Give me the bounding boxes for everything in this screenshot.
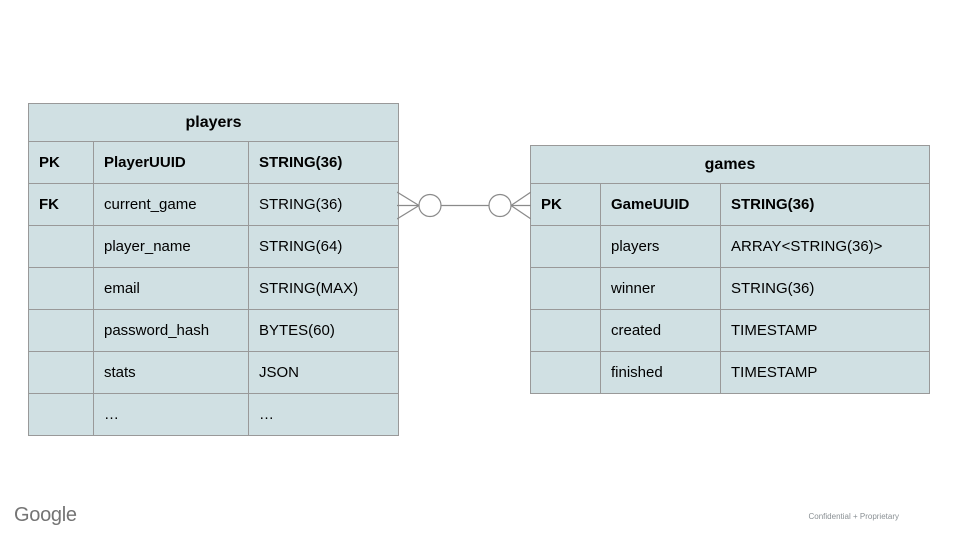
- field-type-cell: STRING(36): [248, 183, 399, 226]
- table-title-row: players: [28, 103, 399, 142]
- field-type-cell: …: [248, 393, 399, 436]
- field-name-cell: finished: [600, 351, 721, 394]
- field-name-cell: password_hash: [93, 309, 249, 352]
- field-name-cell: PlayerUUID: [93, 141, 249, 184]
- field-name-cell: email: [93, 267, 249, 310]
- field-name-cell: players: [600, 225, 721, 268]
- field-name-cell: current_game: [93, 183, 249, 226]
- field-key-cell: [530, 267, 601, 310]
- field-key-cell: FK: [28, 183, 94, 226]
- field-type-cell: STRING(36): [720, 267, 930, 310]
- field-key-cell: [530, 351, 601, 394]
- field-type-cell: BYTES(60): [248, 309, 399, 352]
- confidentiality-note: Confidential + Proprietary: [808, 512, 900, 521]
- relationship-connector-crowfoot-circle-icon: [397, 191, 531, 220]
- field-name-cell: …: [93, 393, 249, 436]
- field-row: ……: [28, 393, 399, 436]
- field-name-cell: player_name: [93, 225, 249, 268]
- field-type-cell: JSON: [248, 351, 399, 394]
- players-table-title: players: [28, 103, 399, 142]
- field-key-cell: [28, 351, 94, 394]
- field-name-cell: created: [600, 309, 721, 352]
- field-key-cell: PK: [28, 141, 94, 184]
- games-table-title: games: [530, 145, 930, 184]
- field-type-cell: STRING(36): [720, 183, 930, 226]
- field-key-cell: PK: [530, 183, 601, 226]
- table-title-row: games: [530, 145, 930, 184]
- field-key-cell: [28, 393, 94, 436]
- field-type-cell: TIMESTAMP: [720, 351, 930, 394]
- field-type-cell: STRING(MAX): [248, 267, 399, 310]
- google-logo: Google: [14, 504, 77, 526]
- field-key-cell: [28, 309, 94, 352]
- field-name-cell: stats: [93, 351, 249, 394]
- field-key-cell: [28, 225, 94, 268]
- field-type-cell: ARRAY<STRING(36)>: [720, 225, 930, 268]
- field-key-cell: [28, 267, 94, 310]
- field-name-cell: GameUUID: [600, 183, 721, 226]
- field-type-cell: STRING(64): [248, 225, 399, 268]
- field-type-cell: TIMESTAMP: [720, 309, 930, 352]
- field-key-cell: [530, 225, 601, 268]
- field-key-cell: [530, 309, 601, 352]
- field-type-cell: STRING(36): [248, 141, 399, 184]
- field-name-cell: winner: [600, 267, 721, 310]
